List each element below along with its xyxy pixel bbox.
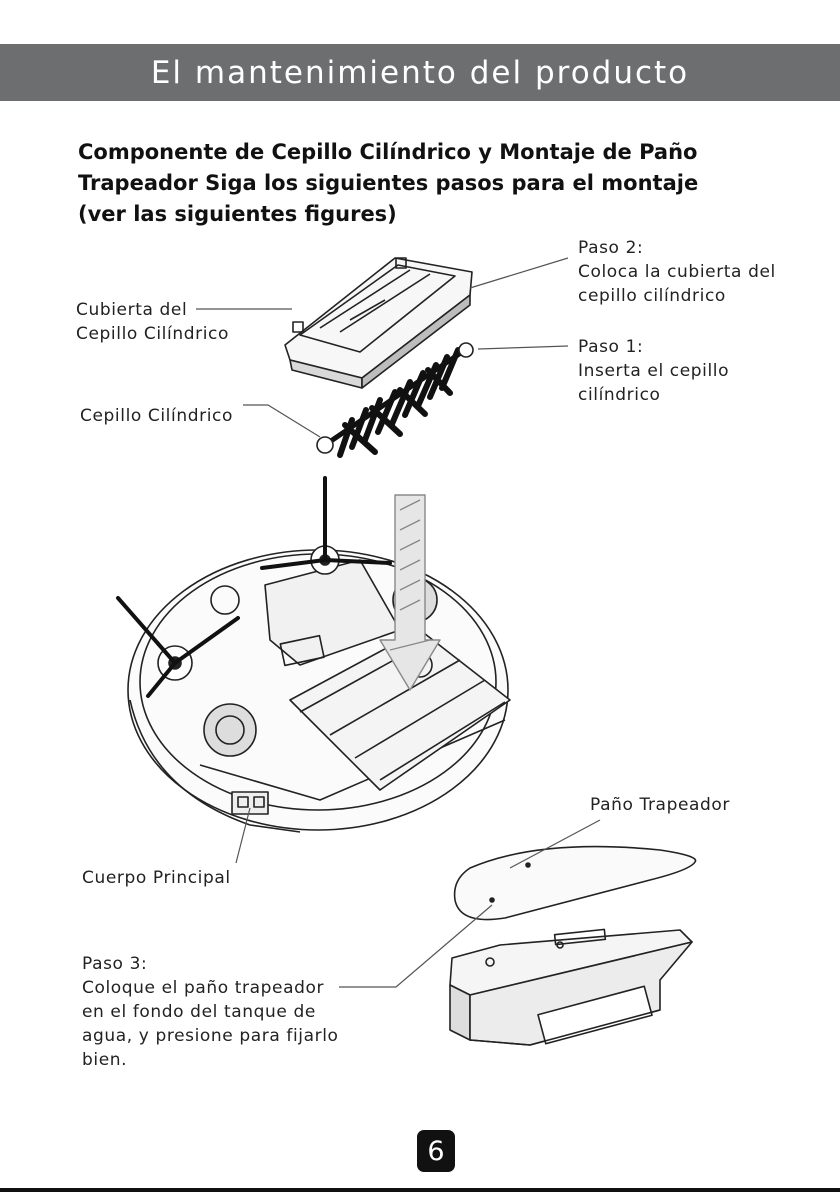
heading-line: (ver las siguientes figures) [78, 202, 397, 226]
heading-line: Trapeador Siga los siguientes pasos para… [78, 171, 699, 195]
water-tank-illustration [449, 928, 693, 1046]
label-step-1: Paso 1: Inserta el cepillo cilíndrico [578, 337, 730, 405]
page-number: 6 [417, 1130, 455, 1172]
insert-arrow-icon [379, 494, 441, 691]
bottom-rule [0, 1188, 840, 1192]
label-main-body: Cuerpo Principal [82, 868, 231, 888]
heading-line: Componente de Cepillo Cilíndrico y Monta… [78, 140, 698, 164]
mop-cloth-illustration [453, 845, 697, 921]
robot-body-illustration [127, 545, 511, 833]
label-brush-cover: Cubierta del Cepillo Cilíndrico [76, 300, 229, 344]
label-mop-cloth: Paño Trapeador [590, 795, 731, 815]
page-title: El mantenimiento del producto [150, 54, 690, 91]
leader-lines [196, 257, 601, 988]
label-cylindrical-brush: Cepillo Cilíndrico [80, 406, 233, 426]
brush-cover-illustration [284, 257, 473, 389]
section-heading: Componente de Cepillo Cilíndrico y Monta… [78, 137, 758, 230]
label-step-2: Paso 2: Coloca la cubierta del cepillo c… [578, 238, 776, 306]
side-brush-illustration [116, 476, 392, 698]
header-bar: El mantenimiento del producto [0, 44, 840, 101]
label-step-3: Paso 3: Coloque el paño trapeador en el … [82, 954, 339, 1070]
cylindrical-brush-illustration [316, 342, 474, 458]
